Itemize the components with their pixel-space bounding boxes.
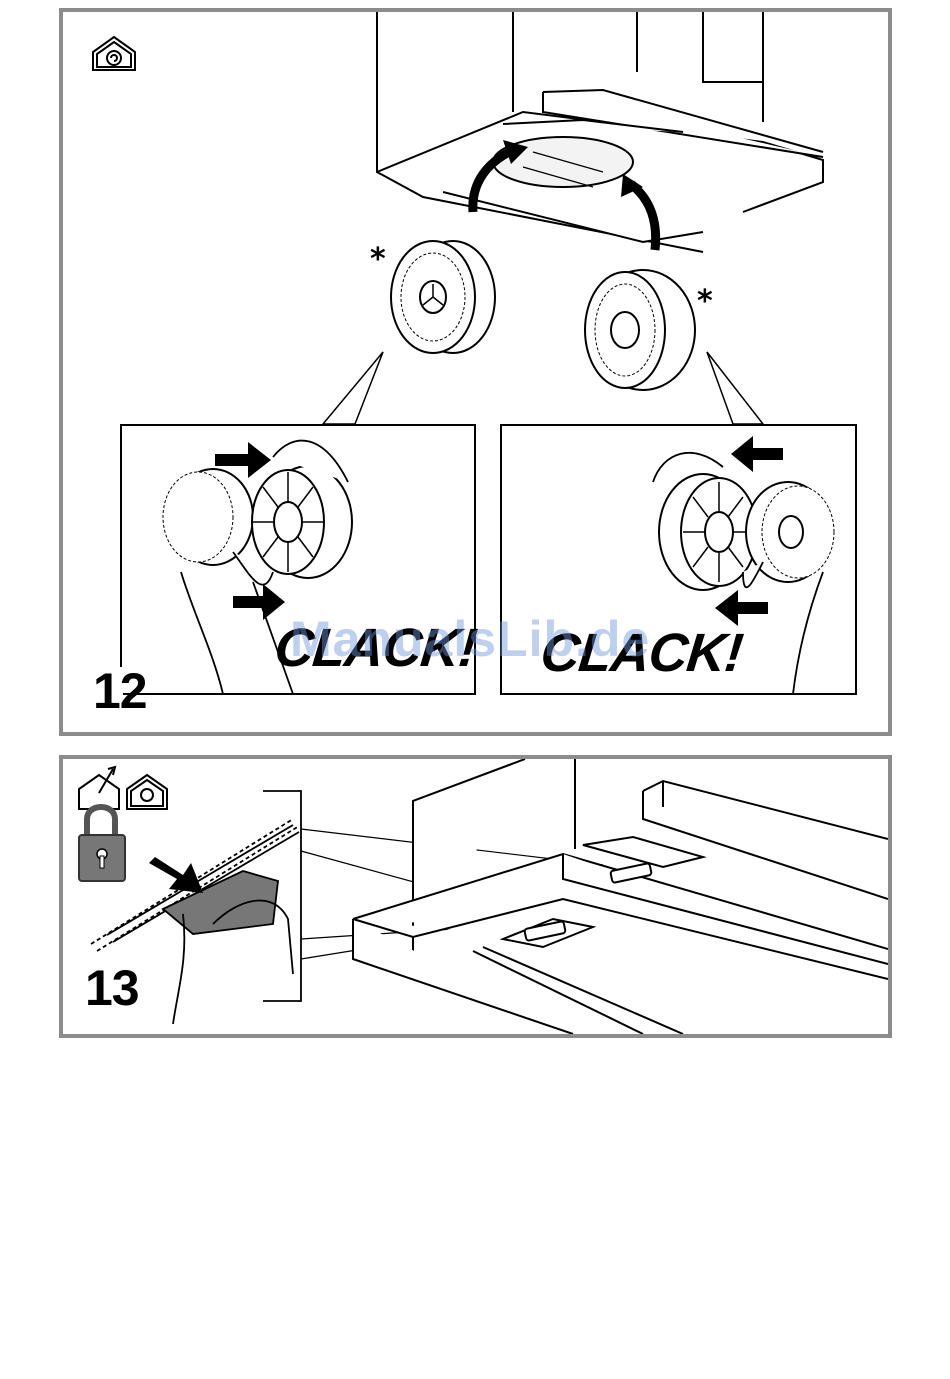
step-13-panel: 13 — [59, 755, 892, 1038]
push-arrow-bottom-right — [715, 590, 768, 626]
carbon-filter-right — [585, 270, 695, 390]
step-number-13: 13 — [85, 959, 139, 1017]
carbon-filter-left — [391, 241, 495, 353]
push-arrow-top-right — [731, 436, 783, 472]
slide-arrow — [149, 857, 203, 893]
padlock-icon — [79, 807, 125, 881]
step-13-illustration — [63, 759, 888, 1034]
asterisk-right: * — [697, 284, 713, 319]
clack-label-right: CLACK! — [538, 622, 745, 684]
house-recirculation-icon — [93, 37, 135, 70]
step-12-panel: * * CLACK! CLACK! 12 — [59, 8, 892, 736]
push-arrow-bottom-left — [233, 584, 285, 620]
step-number-12: 12 — [93, 662, 147, 720]
asterisk-left: * — [370, 242, 386, 277]
house-extraction-icon — [79, 767, 119, 809]
hood-telescopic-front — [353, 759, 888, 1034]
clack-label-left: CLACK! — [272, 617, 479, 679]
house-recirculation-icon — [127, 775, 167, 809]
hood-body — [377, 12, 823, 252]
